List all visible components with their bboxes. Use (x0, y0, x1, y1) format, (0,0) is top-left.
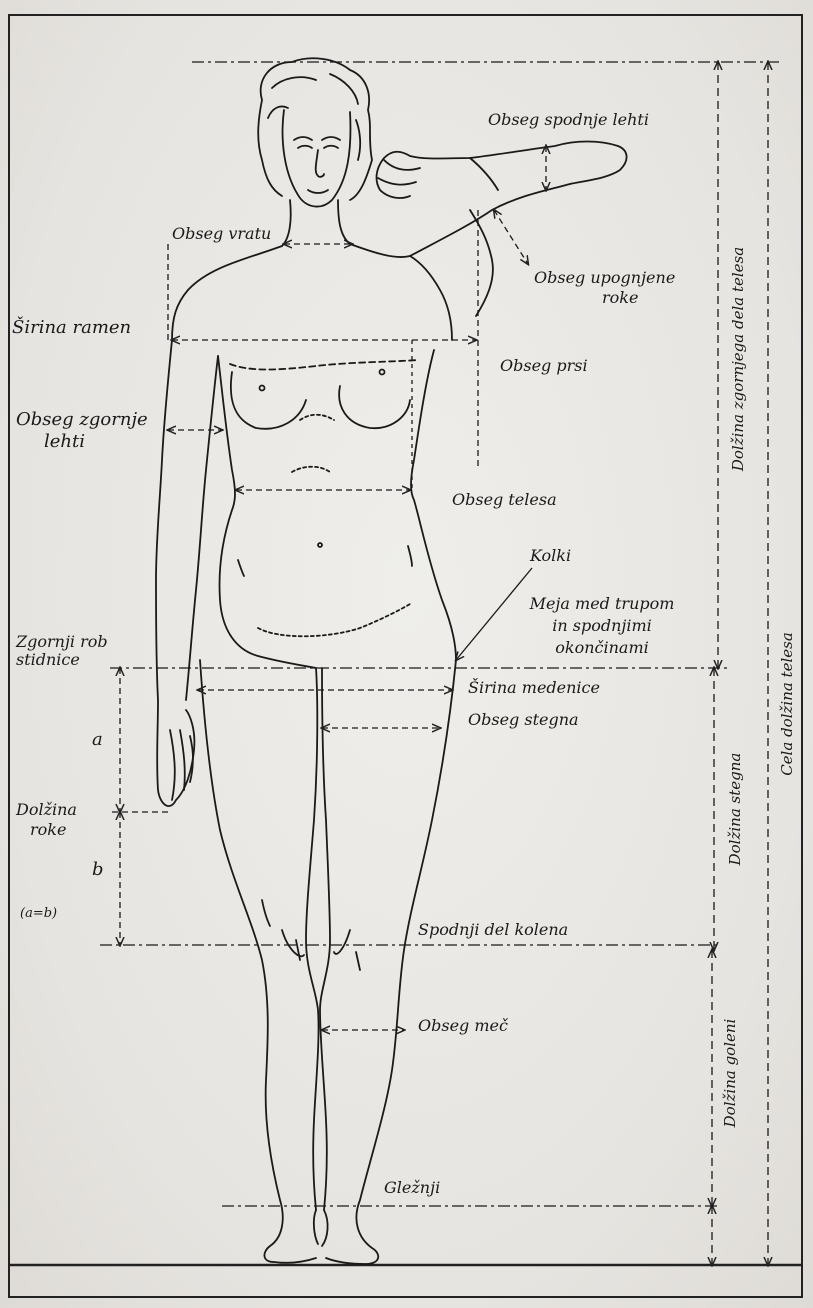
label-obseg-vratu: Obseg vratu (172, 224, 271, 244)
left-leg (200, 660, 316, 1263)
label-kolki: Kolki (530, 546, 571, 566)
raised-arm (377, 142, 627, 257)
label-sirina-ramen: Širina ramen (12, 318, 131, 338)
right-leg (326, 660, 456, 1264)
label-meja-2: in spodnjimi (520, 616, 684, 636)
label-obseg-mec: Obseg meč (418, 1016, 508, 1036)
hair (258, 58, 372, 200)
label-meja-1: Meja med trupom (520, 594, 684, 614)
label-obseg-stegna: Obseg stegna (468, 710, 579, 730)
label-dolzina-roke-2: roke (30, 820, 66, 840)
right-breast (339, 386, 410, 428)
label-obseg-zgornje-1: Obseg zgornje (16, 410, 148, 430)
inner-left-leg (306, 668, 319, 1210)
label-spodnji-del-kolena: Spodnji del kolena (418, 920, 568, 940)
label-zgornji-rob-2: stidnice (16, 650, 80, 670)
right-shoulder (350, 244, 410, 257)
label-zgornji-rob-1: Zgornji rob (16, 632, 108, 652)
label-dolzina-zgornjega: Dolžina zgornjega dela telesa (729, 229, 747, 489)
label-meja-3: okončinami (520, 638, 684, 658)
label-obseg-telesa: Obseg telesa (452, 490, 557, 510)
left-breast (231, 372, 306, 429)
label-a-eq-b: (a=b) (20, 904, 57, 924)
right-torso (411, 350, 456, 660)
label-dolzina-roke-1: Dolžina (16, 800, 77, 820)
label-obseg-prsi: Obseg prsi (500, 356, 588, 376)
label-obseg-zgornje-2: lehti (44, 432, 85, 452)
label-b: b (92, 860, 104, 880)
label-obseg-upognjene-1: Obseg upognjene (534, 268, 675, 288)
label-dolzina-goleni: Dolžina goleni (721, 1013, 739, 1133)
label-cela-dolzina: Cela dolžina telesa (778, 624, 796, 784)
label-gleznji: Gležnji (384, 1178, 440, 1198)
label-sirina-medenice: Širina medenice (468, 678, 600, 698)
upper-arm-right (410, 210, 493, 340)
left-shoulder (172, 246, 282, 340)
label-dolzina-stegna: Dolžina stegna (726, 744, 744, 874)
label-a: a (92, 730, 103, 750)
label-obseg-upognjene-2: roke (602, 288, 638, 308)
inner-right-leg (320, 668, 330, 1210)
label-obseg-spodnje-lehti: Obseg spodnje lehti (488, 110, 649, 130)
left-arm (156, 340, 194, 806)
